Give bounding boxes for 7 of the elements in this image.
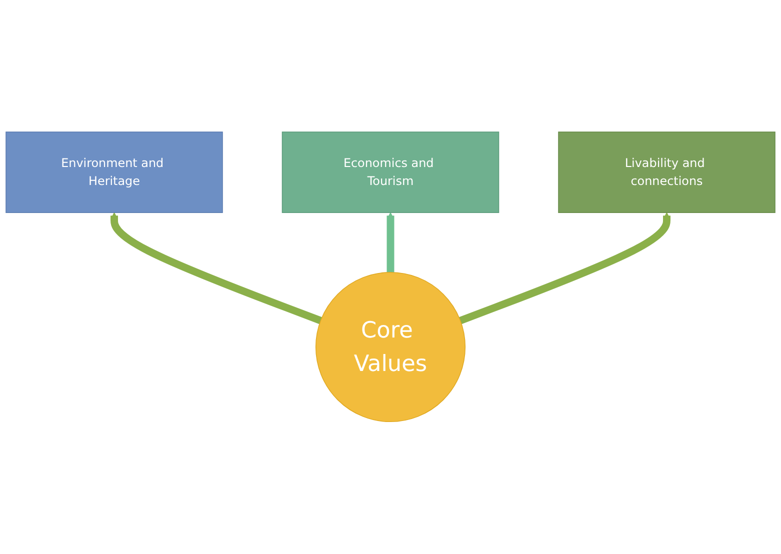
arrow [110,212,322,324]
node-box: Environment and Heritage [6,132,223,214]
node-box: Economics and Tourism [282,132,500,214]
arrow [386,212,394,272]
node-circle: Core Values [315,272,466,422]
node-box: Livability and connections [558,132,776,214]
arrow [459,212,670,324]
